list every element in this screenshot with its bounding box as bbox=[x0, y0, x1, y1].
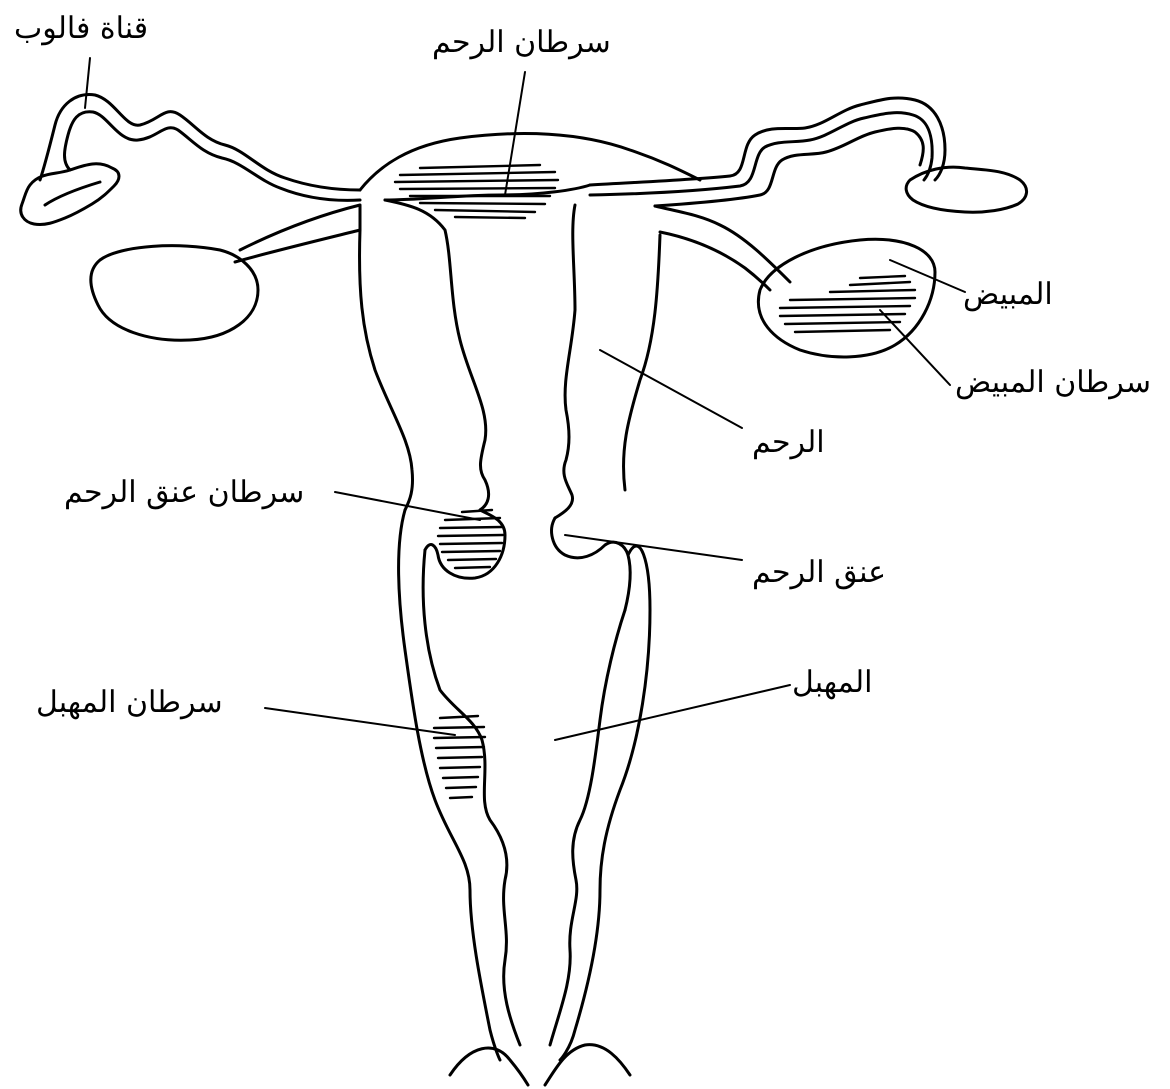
leader-cervix bbox=[565, 535, 742, 560]
label-uterus: الرحم bbox=[752, 428, 825, 458]
label-cervix: عنق الرحم bbox=[752, 558, 886, 588]
vaginal-cancer-tumour bbox=[434, 716, 485, 798]
right-fallopian-tube bbox=[590, 98, 945, 206]
ovarian-cancer-tumour bbox=[780, 276, 915, 332]
left-ovary bbox=[91, 246, 258, 341]
left-ovarian-ligament bbox=[235, 205, 360, 262]
label-uterine-cancer: سرطان الرحم bbox=[432, 28, 611, 58]
leader-vagina bbox=[555, 685, 790, 740]
leader-cervical-cancer bbox=[335, 492, 480, 520]
uterus-left-wall bbox=[385, 200, 489, 510]
left-fimbriae-inner bbox=[45, 182, 100, 205]
uterus-right-wall bbox=[555, 205, 575, 518]
leader-fallopian-tube bbox=[85, 58, 90, 108]
left-fimbriae bbox=[21, 164, 119, 225]
vagina-right-outer bbox=[560, 546, 650, 1060]
right-fimbriae bbox=[906, 167, 1026, 212]
leader-uterus bbox=[600, 350, 742, 428]
label-ovarian-cancer: سرطان المبيض bbox=[955, 368, 1151, 398]
label-ovary: المبيض bbox=[963, 280, 1053, 310]
label-vaginal-cancer: سرطان المهبل bbox=[36, 688, 223, 718]
uterus-right-outer bbox=[623, 235, 660, 490]
label-vagina: المهبل bbox=[792, 668, 872, 698]
right-ovarian-ligament bbox=[655, 206, 790, 282]
leader-vaginal-cancer bbox=[265, 708, 455, 735]
label-fallopian-tube: قناة فالوب bbox=[14, 14, 148, 44]
label-cervical-cancer: سرطان عنق الرحم bbox=[64, 478, 304, 508]
cervix-right-lip bbox=[552, 518, 631, 610]
vulva-right bbox=[545, 1045, 630, 1085]
uterus-left-outer bbox=[360, 230, 413, 510]
vulva-left bbox=[450, 1048, 528, 1085]
